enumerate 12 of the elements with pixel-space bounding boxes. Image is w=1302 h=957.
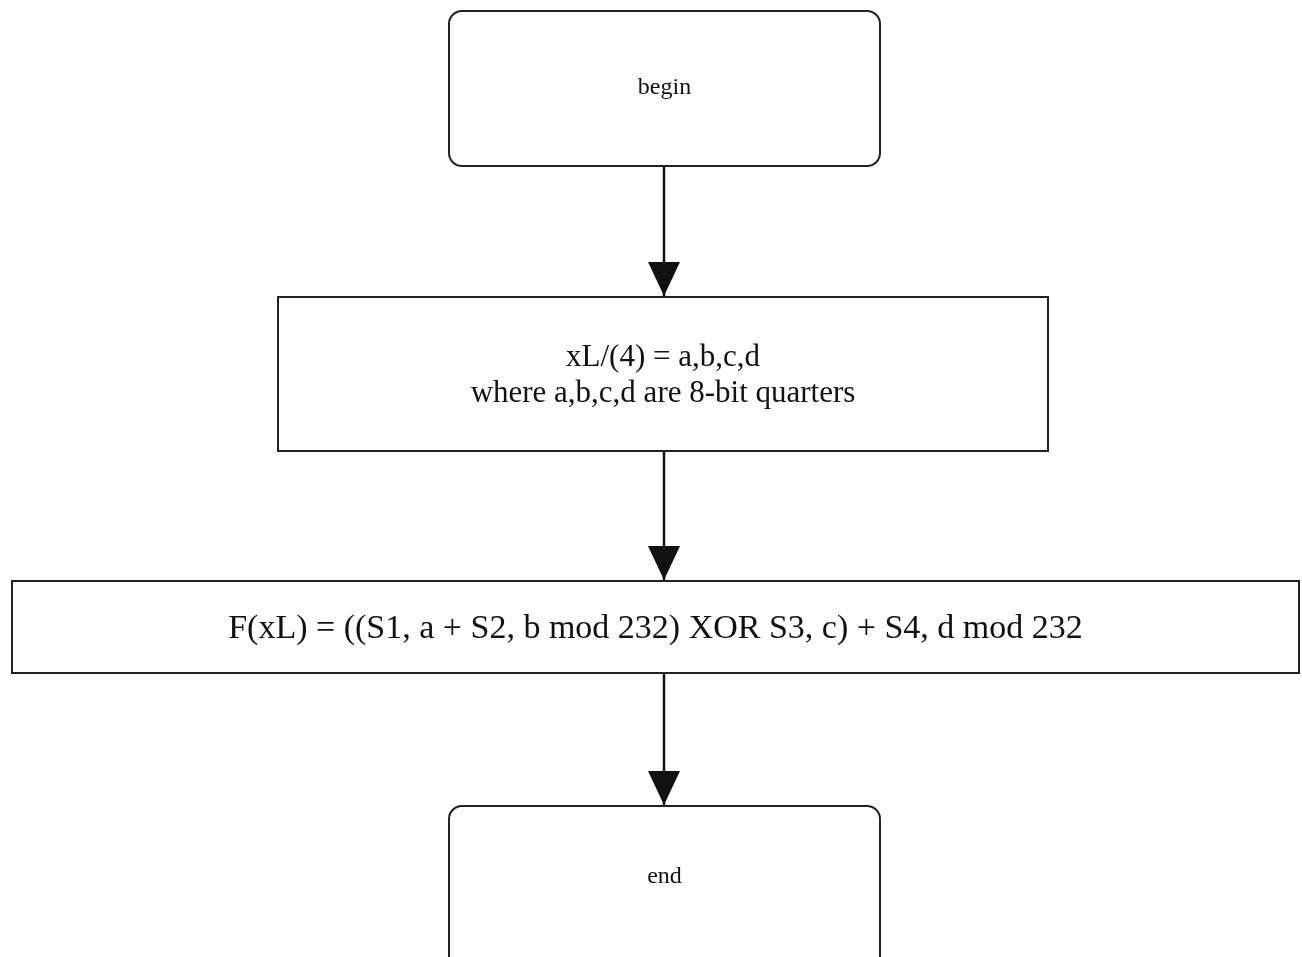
node-text: F(xL) = ((S1, a + S2, b mod 232) XOR S3, c) + S4, d mod 232 — [228, 608, 1083, 646]
process-box — [277, 296, 1049, 452]
arrow — [648, 167, 680, 296]
node-text: begin — [637, 73, 692, 100]
terminal-box — [448, 10, 881, 167]
arrow — [648, 674, 680, 805]
terminal-box — [448, 805, 881, 957]
node-text: where a,b,c,d are 8-bit quarters — [470, 374, 856, 410]
node-text: xL/(4) = a,b,c,d — [566, 338, 760, 374]
arrow — [648, 452, 680, 580]
node-text: end — [647, 861, 682, 889]
process-box — [11, 580, 1300, 674]
